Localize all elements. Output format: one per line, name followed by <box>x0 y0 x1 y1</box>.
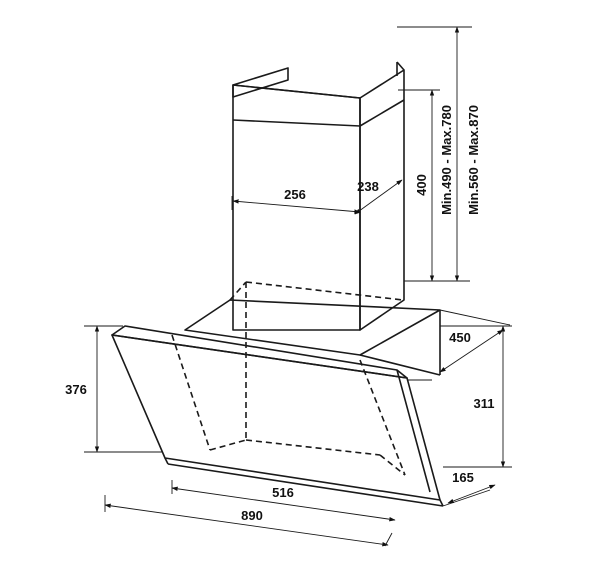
label-range-short: Min.490 - Max.780 <box>439 105 454 215</box>
hidden-body-outline <box>171 281 406 476</box>
label-chimney-depth: 238 <box>357 179 379 194</box>
chimney <box>232 61 405 331</box>
chimney-section-join <box>232 119 361 127</box>
dim-line-450 <box>439 329 504 373</box>
label-inner-width: 516 <box>272 485 294 500</box>
chimney-side-face <box>359 69 405 331</box>
dim-line-238 <box>354 179 403 215</box>
label-bottom-offset: 165 <box>452 470 474 485</box>
label-total-width: 890 <box>241 508 263 523</box>
extension-lines <box>84 26 512 547</box>
label-chimney-width: 256 <box>284 187 306 202</box>
glass-front-panel <box>111 325 444 507</box>
label-hood-side-height: 311 <box>474 396 495 411</box>
dim-line-256 <box>232 199 361 214</box>
dim-line-890 <box>104 503 389 547</box>
dimension-labels: 256 238 400 Min.490 - Max.780 Min.560 - … <box>65 105 494 523</box>
label-range-long: Min.560 - Max.870 <box>466 105 481 215</box>
label-chimney-section-height: 400 <box>414 174 429 196</box>
top-plate-outline <box>184 299 441 356</box>
glass-front-face <box>111 334 441 501</box>
label-hood-front-height: 376 <box>65 382 87 397</box>
dimension-lines <box>94 26 506 547</box>
label-hood-depth: 450 <box>449 330 471 345</box>
dim-line-165 <box>447 484 496 504</box>
glass-top-edge <box>111 325 408 379</box>
chimney-upper-flap <box>232 67 289 98</box>
